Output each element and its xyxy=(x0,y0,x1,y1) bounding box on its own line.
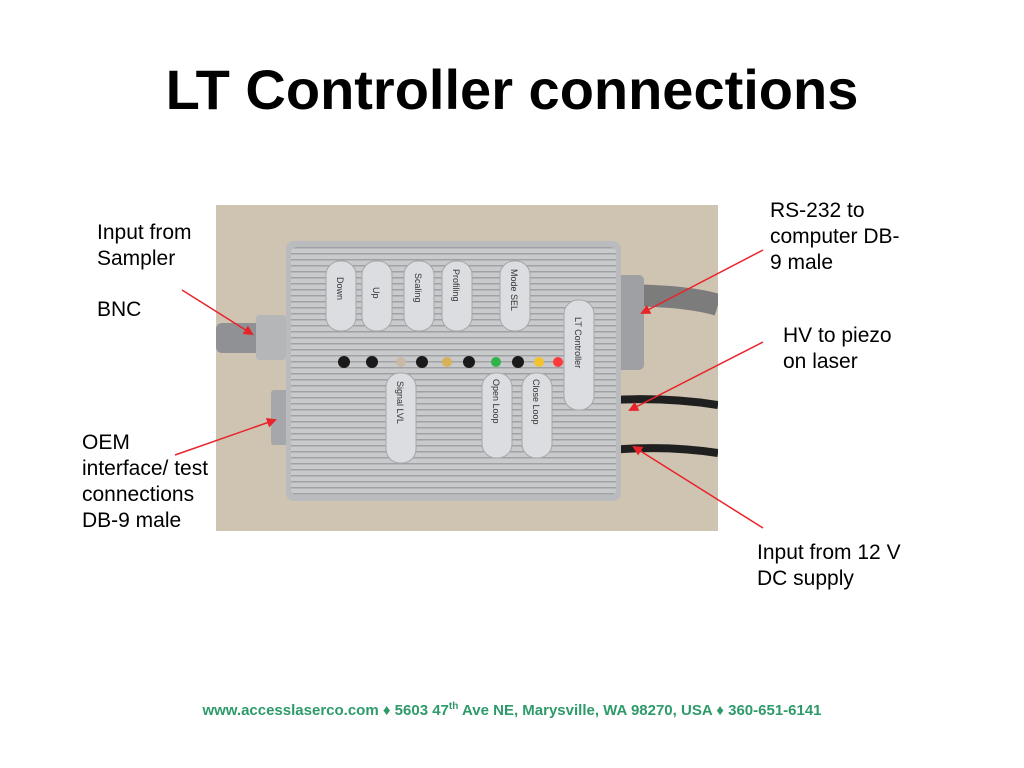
button-label-mode-sel: Mode SEL xyxy=(509,269,519,311)
button-label-scaling: Scaling xyxy=(413,273,423,303)
label-oem-line2: interface/ test xyxy=(82,457,209,480)
footer-address-rest: Ave NE, Marysville, WA 98270, USA xyxy=(461,702,713,719)
button-label-open-loop: Open Loop xyxy=(491,379,501,424)
footer-separator-1: ♦ xyxy=(382,702,391,719)
device-photo: Down Up Scaling Profiling Mode SEL Signa… xyxy=(216,205,718,531)
button-label-signal-lvl: Signal LVL xyxy=(395,381,405,424)
button-label-down: Down xyxy=(335,277,345,300)
label-dc-line1: Input from 12 V xyxy=(757,541,901,564)
label-rs232-line2: computer DB- xyxy=(770,225,900,248)
label-rs232-line1: RS-232 to xyxy=(770,199,865,222)
label-input-sampler-line1: Input from xyxy=(97,221,192,244)
footer-separator-2: ♦ xyxy=(716,702,724,719)
label-input-sampler-line2: Sampler xyxy=(97,247,176,270)
footer-address-sup: th xyxy=(448,701,459,712)
footer-website[interactable]: www.accesslaserco.com xyxy=(202,702,379,719)
footer-address-number: 5603 47 xyxy=(394,702,449,719)
label-dc-line2: DC supply xyxy=(757,567,854,590)
label-hv-line1: HV to piezo xyxy=(783,324,892,347)
button-label-close-loop: Close Loop xyxy=(531,379,541,425)
button-label-up: Up xyxy=(371,287,381,299)
label-oem-line1: OEM xyxy=(82,431,130,454)
label-oem-line3: connections xyxy=(82,483,195,506)
device-side-label: LT Controller xyxy=(573,317,583,368)
label-oem: OEM interface/ test connections DB-9 mal… xyxy=(82,430,208,534)
label-rs232: RS-232 to computer DB- 9 male xyxy=(770,198,900,276)
footer-phone: 360-651-6141 xyxy=(728,702,822,719)
label-dc: Input from 12 V DC supply xyxy=(757,540,901,592)
slide-title: LT Controller connections xyxy=(165,58,859,121)
label-rs232-line3: 9 male xyxy=(770,251,834,274)
button-label-profiling: Profiling xyxy=(451,269,461,302)
label-input-sampler: Input from Sampler xyxy=(97,220,192,272)
label-hv: HV to piezo on laser xyxy=(783,323,892,375)
footer: www.accesslaserco.com ♦ 5603 47th Ave NE… xyxy=(0,701,1024,719)
label-bnc: BNC xyxy=(97,298,142,321)
label-hv-line2: on laser xyxy=(783,350,858,373)
label-oem-line4: DB-9 male xyxy=(82,509,182,532)
